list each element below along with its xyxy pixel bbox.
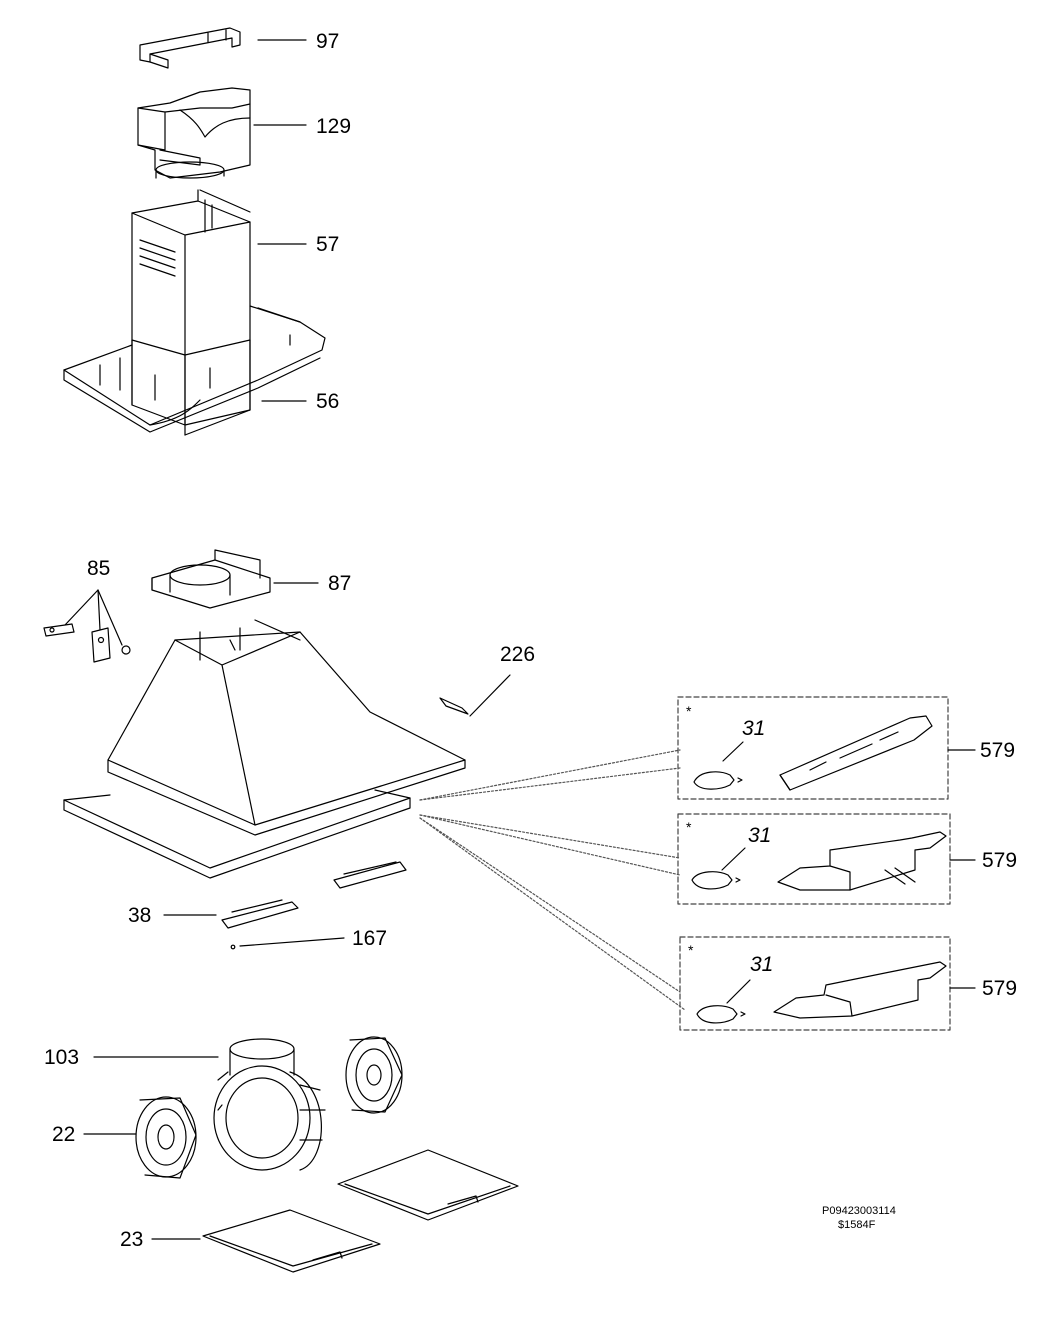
- label-167: 167: [352, 927, 388, 950]
- lamp-assembly-3: [773, 961, 947, 1019]
- grease-filter-part-23: [151, 1149, 519, 1273]
- label-579-second: 579: [982, 849, 1018, 872]
- label-31-third: 31: [750, 953, 774, 976]
- bulb-icons: [691, 741, 751, 1024]
- label-23: 23: [120, 1228, 144, 1251]
- glass-canopy-part-56: [63, 305, 326, 436]
- label-103: 103: [44, 1046, 80, 1069]
- bracket-part-97: [139, 27, 307, 69]
- carbon-filter-part-22: [83, 1036, 403, 1179]
- label-579-third: 579: [982, 977, 1018, 1000]
- label-226: 226: [500, 643, 536, 666]
- lamp-assembly-2: [777, 831, 947, 891]
- asterisk-first: *: [686, 703, 692, 719]
- label-129: 129: [316, 115, 352, 138]
- revision-code: $1584F: [838, 1219, 876, 1231]
- lamp-assembly-1: [779, 715, 933, 791]
- label-579-first: 579: [980, 739, 1016, 762]
- label-56: 56: [316, 390, 340, 413]
- label-31-first: 31: [742, 717, 766, 740]
- label-85: 85: [87, 557, 111, 580]
- motor-part-103: [93, 1038, 326, 1171]
- label-22: 22: [52, 1123, 76, 1146]
- part-226: [439, 674, 511, 717]
- label-87: 87: [328, 572, 352, 595]
- chimney-part-57: [131, 189, 307, 426]
- lamp-kit-boxes: [677, 696, 976, 1031]
- asterisk-second: *: [686, 819, 692, 835]
- hood-body: [63, 619, 466, 879]
- label-57: 57: [316, 233, 340, 256]
- label-97: 97: [316, 30, 340, 53]
- asterisk-third: *: [688, 942, 694, 958]
- light-cover-part-38: [163, 861, 407, 929]
- duct-adapter-part-129: [137, 87, 307, 179]
- fan-housing-part-87: [151, 549, 319, 609]
- label-31-second: 31: [748, 824, 772, 847]
- screw-part-167: [230, 937, 345, 950]
- label-38: 38: [128, 904, 152, 927]
- drawing-code: P09423003114: [822, 1205, 896, 1217]
- dotted-leader-lines: [419, 749, 686, 1011]
- clamp-part-85: [43, 589, 131, 663]
